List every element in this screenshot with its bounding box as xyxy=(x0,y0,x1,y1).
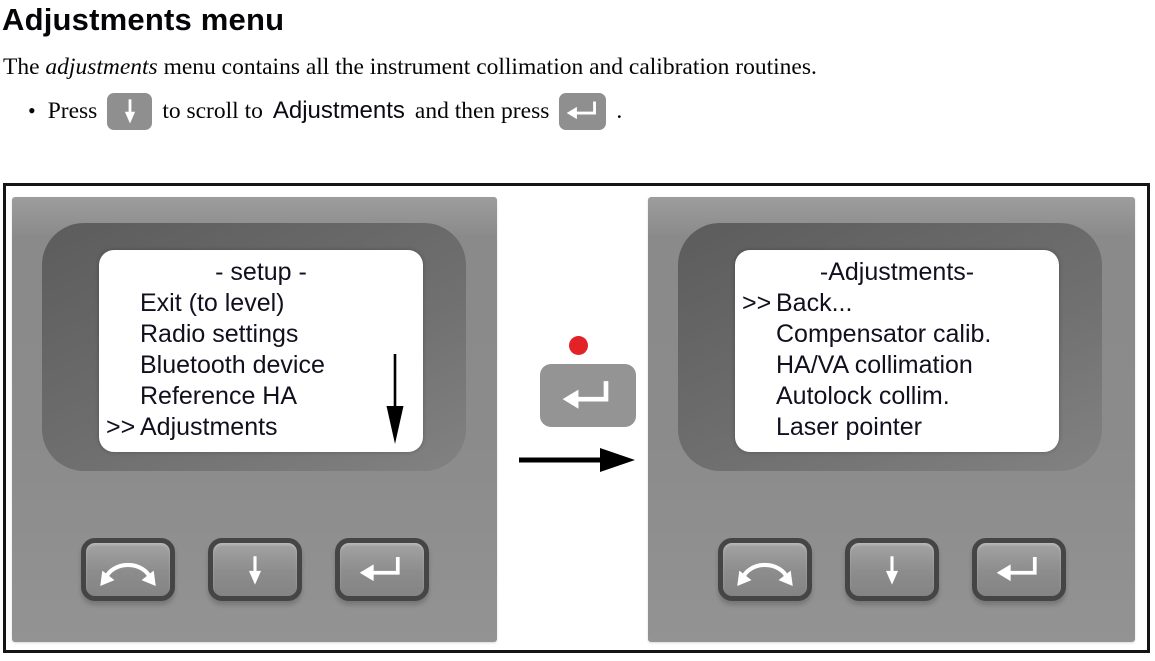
transition-right-arrow-icon xyxy=(517,447,637,473)
level-rotate-button xyxy=(80,538,175,601)
period-text: . xyxy=(616,97,623,124)
enter-glyph xyxy=(562,380,609,409)
menu-item-label: Laser pointer xyxy=(776,413,922,441)
press-text: Press xyxy=(47,97,98,124)
selection-marker xyxy=(99,288,140,319)
menu-item-label: Autolock collim. xyxy=(776,382,950,410)
menu-item-label: HA/VA collimation xyxy=(776,351,973,379)
menu-item-label: Back... xyxy=(776,289,853,317)
page-title: Adjustments menu xyxy=(2,2,285,37)
intro-pre: The xyxy=(3,54,46,80)
intro-italic: adjustments xyxy=(45,54,158,80)
selection-marker: >> xyxy=(106,413,136,441)
down-arrow-glyph xyxy=(124,99,135,124)
down-arrow-icon xyxy=(248,555,261,585)
selection-marker: >> xyxy=(742,289,772,317)
selection-marker xyxy=(735,319,776,350)
menu-item: Reference HA xyxy=(99,381,423,412)
menu-item-label: Adjustments xyxy=(140,413,278,441)
enter-icon xyxy=(996,556,1037,581)
menu-item-label: Bluetooth device xyxy=(140,351,325,379)
red-led-dot-icon xyxy=(569,336,588,355)
menu-item: Radio settings xyxy=(99,319,423,350)
and-press-text: and then press xyxy=(414,97,550,124)
menu-item-label: Radio settings xyxy=(140,320,299,348)
down-key-icon xyxy=(107,92,153,130)
menu-item: HA/VA collimation xyxy=(735,350,1059,381)
menu-item-label: Compensator calib. xyxy=(776,320,992,348)
device-right: -Adjustments- >> Back... Compensator cal… xyxy=(648,197,1135,642)
down-arrow-icon xyxy=(885,555,898,585)
bullet-instruction: • Press to scroll to Adjustments and the… xyxy=(28,90,622,132)
menu-item-selected: >> Adjustments xyxy=(99,412,423,443)
figure-box: - setup - Exit (to level) Radio settings… xyxy=(3,183,1150,653)
device-left-keypad xyxy=(12,538,497,601)
enter-key-icon xyxy=(559,92,607,130)
selection-marker xyxy=(99,350,140,381)
device-right-screen: -Adjustments- >> Back... Compensator cal… xyxy=(735,250,1059,452)
device-left: - setup - Exit (to level) Radio settings… xyxy=(12,197,497,642)
menu-item: Laser pointer xyxy=(735,412,1059,443)
enter-icon xyxy=(359,556,400,581)
screen-title: - setup - xyxy=(215,258,307,286)
menu-item: Compensator calib. xyxy=(735,319,1059,350)
device-left-screen: - setup - Exit (to level) Radio settings… xyxy=(99,250,423,452)
menu-item-selected: >> Back... xyxy=(735,288,1059,319)
enter-glyph xyxy=(566,101,596,120)
menu-item: Bluetooth device xyxy=(99,350,423,381)
intro-paragraph: The adjustments menu contains all the in… xyxy=(3,52,817,82)
intro-post: menu contains all the instrument collima… xyxy=(157,54,817,80)
menu-reference: Adjustments xyxy=(272,97,405,124)
selection-marker xyxy=(99,381,140,412)
to-scroll-text: to scroll to xyxy=(162,97,263,124)
scroll-down-button xyxy=(844,538,939,601)
selection-marker xyxy=(735,381,776,412)
menu-item-label: Exit (to level) xyxy=(140,289,285,317)
rotate-arc-icon xyxy=(99,562,156,586)
selection-marker xyxy=(735,412,776,443)
enter-button xyxy=(971,538,1066,601)
scroll-down-arrow-icon xyxy=(383,352,407,446)
selection-marker xyxy=(735,350,776,381)
device-right-keypad xyxy=(648,538,1135,601)
bullet-glyph: • xyxy=(28,98,36,123)
enter-button xyxy=(334,538,429,601)
screen-title: -Adjustments- xyxy=(819,258,975,286)
rotate-arc-icon xyxy=(736,562,793,586)
level-rotate-button xyxy=(717,538,812,601)
menu-item: Exit (to level) xyxy=(99,288,423,319)
scroll-down-button xyxy=(207,538,302,601)
menu-item-label: Reference HA xyxy=(140,382,298,410)
selection-marker xyxy=(99,319,140,350)
menu-item: Autolock collim. xyxy=(735,381,1059,412)
enter-key-pressed-icon xyxy=(540,364,636,427)
